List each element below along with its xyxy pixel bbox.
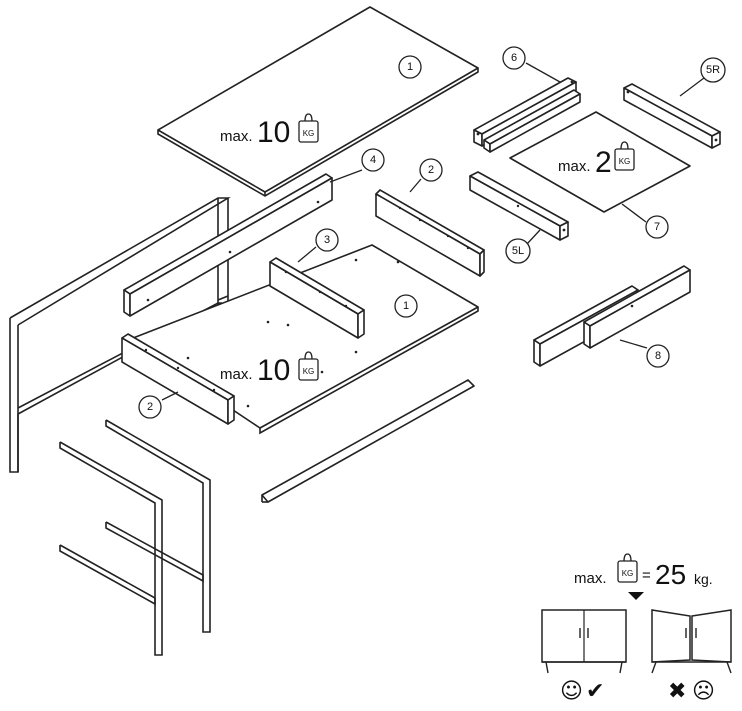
divider-panel (269, 257, 365, 339)
smiley-icon: ☺ (560, 679, 583, 704)
svg-text:2: 2 (428, 164, 434, 176)
cross-icon: ✖ (668, 679, 686, 704)
svg-text:25: 25 (655, 559, 686, 590)
svg-text:8: 8 (655, 350, 661, 362)
svg-text:7: 7 (654, 221, 660, 233)
weight-icon: KG (614, 141, 635, 171)
svg-text:KG: KG (303, 367, 315, 376)
cabinet-level-icon (541, 609, 627, 674)
svg-text:2: 2 (147, 401, 153, 413)
callout-back-rail: 4 (361, 148, 385, 172)
svg-text:1: 1 (407, 61, 413, 73)
down-arrow-icon (628, 592, 644, 600)
frowny-icon: ☹ (692, 679, 715, 704)
side-panel-bottom (121, 333, 235, 425)
callout-drawer-front: 6 (502, 46, 526, 70)
leader-lines (161, 62, 705, 401)
weight-icon: KG (617, 553, 638, 583)
svg-text:10: 10 (257, 354, 290, 387)
callout-side-panel-bottom: 2 (138, 395, 162, 419)
svg-text:max.: max. (220, 128, 253, 145)
status-good: ☺ ✔ (560, 679, 604, 704)
svg-text:6: 6 (511, 52, 517, 64)
weight-icon: KG (298, 113, 319, 143)
svg-text:max.: max. (220, 366, 253, 383)
drawer-front (473, 77, 581, 153)
callout-top-panel: 1 (398, 55, 422, 79)
drawer-left (469, 171, 569, 241)
drawer-right (623, 83, 721, 149)
svg-text:2: 2 (595, 146, 612, 179)
svg-text:KG: KG (303, 129, 315, 138)
callout-doors: 8 (646, 344, 670, 368)
top-panel (157, 6, 479, 197)
drawer-bottom (509, 111, 691, 213)
svg-text:max.: max. (574, 570, 607, 587)
svg-text:1: 1 (403, 300, 409, 312)
svg-text:4: 4 (370, 154, 376, 166)
load-label-top: max. 10 KG (220, 113, 319, 149)
metal-rail (261, 379, 475, 503)
cabinet-warped-icon (651, 609, 732, 674)
svg-text:kg.: kg. (694, 571, 713, 587)
load-label-drawer: max. 2 KG (558, 141, 635, 179)
callout-divider: 3 (315, 228, 339, 252)
svg-text:KG: KG (619, 157, 631, 166)
status-bad: ✖ ☹ (668, 679, 715, 704)
check-icon: ✔ (586, 679, 604, 704)
total-load-note: max. KG = 25 kg. (574, 553, 713, 600)
load-label-bottom: max. 10 KG (220, 351, 319, 387)
callout-side-panel-top: 2 (419, 158, 443, 182)
back-rail (123, 173, 333, 317)
svg-text:3: 3 (324, 234, 330, 246)
svg-text:=: = (642, 567, 651, 584)
svg-text:10: 10 (257, 116, 290, 149)
weight-icon: KG (298, 351, 319, 381)
svg-text:5L: 5L (512, 245, 524, 257)
callout-drawer-left: 5L (505, 238, 531, 264)
svg-text:max.: max. (558, 158, 591, 175)
svg-text:5R: 5R (706, 64, 720, 76)
metal-frame-side (59, 419, 211, 656)
callout-drawer-right: 5R (700, 57, 726, 83)
svg-text:KG: KG (622, 569, 634, 578)
doors (533, 265, 691, 367)
side-panel-top (375, 189, 485, 277)
callout-bottom-panel: 1 (394, 294, 418, 318)
callout-drawer-bottom: 7 (645, 215, 669, 239)
